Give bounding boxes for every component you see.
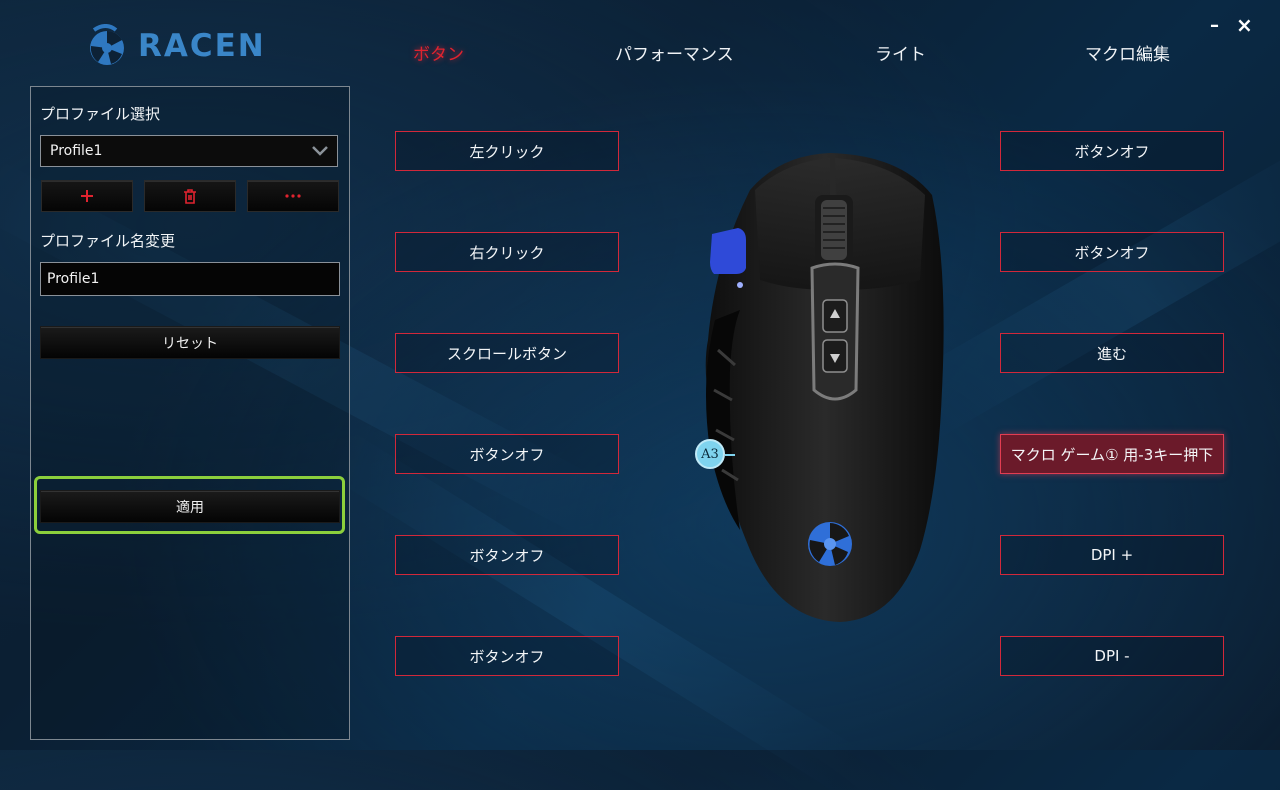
close-button[interactable]: ×: [1236, 13, 1253, 37]
tab-buttons[interactable]: ボタン: [413, 45, 464, 65]
button-assign-1[interactable]: 左クリック: [395, 131, 619, 171]
apply-button[interactable]: 適用: [40, 490, 340, 523]
racen-logo-icon: [90, 24, 124, 65]
brand-logo: RACEN: [86, 24, 266, 68]
reset-button[interactable]: リセット: [40, 326, 340, 359]
profile-panel: プロファイル選択 Profile1 プロファイル名変更 リセット 適用: [30, 86, 350, 740]
trash-icon: [184, 188, 196, 204]
button-assign-12[interactable]: DPI -: [1000, 636, 1224, 676]
mouse-image: [705, 153, 944, 622]
button-assign-4[interactable]: ボタンオフ: [395, 434, 619, 474]
button-assign-10[interactable]: マクロ ゲーム① 用-3キー押下: [1000, 434, 1224, 474]
minimize-button[interactable]: –: [1210, 15, 1219, 36]
add-profile-button[interactable]: [41, 180, 133, 212]
profile-select-label: プロファイル選択: [40, 105, 161, 123]
button-assign-11[interactable]: DPI +: [1000, 535, 1224, 575]
more-icon: [285, 194, 301, 198]
button-assign-7[interactable]: ボタンオフ: [1000, 131, 1224, 171]
button-assign-3[interactable]: スクロールボタン: [395, 333, 619, 373]
profile-select[interactable]: Profile1: [40, 135, 338, 167]
button-assign-8[interactable]: ボタンオフ: [1000, 232, 1224, 272]
more-options-button[interactable]: [247, 180, 339, 212]
plus-icon: [81, 190, 93, 202]
apply-highlight: [34, 476, 345, 534]
tab-macro-edit[interactable]: マクロ編集: [1085, 45, 1170, 65]
button-marker-a3[interactable]: A3: [695, 439, 725, 469]
tab-light[interactable]: ライト: [875, 45, 926, 65]
button-assign-9[interactable]: 進む: [1000, 333, 1224, 373]
button-assign-5[interactable]: ボタンオフ: [395, 535, 619, 575]
profile-name-input[interactable]: [40, 262, 340, 296]
rename-profile-label: プロファイル名変更: [40, 232, 176, 250]
brand-name: RACEN: [138, 28, 266, 64]
delete-profile-button[interactable]: [144, 180, 236, 212]
tab-performance[interactable]: パフォーマンス: [615, 45, 734, 65]
profile-select-value: Profile1: [50, 143, 103, 159]
chevron-down-icon: [312, 146, 328, 156]
marker-line: [725, 454, 735, 456]
button-assign-2[interactable]: 右クリック: [395, 232, 619, 272]
button-assign-6[interactable]: ボタンオフ: [395, 636, 619, 676]
